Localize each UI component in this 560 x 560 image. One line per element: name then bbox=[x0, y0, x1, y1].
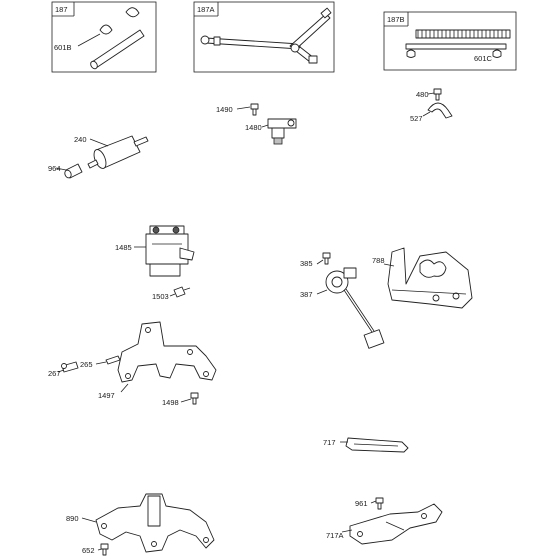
label-187: 187 bbox=[55, 5, 68, 14]
label-601b: 601B bbox=[54, 43, 72, 52]
spring-hose-187b bbox=[415, 29, 511, 39]
label-387: 387 bbox=[300, 290, 313, 299]
fuel-filter-240 bbox=[87, 135, 149, 169]
fuel-shutoff-1480 bbox=[267, 118, 297, 145]
label-1497: 1497 bbox=[98, 391, 115, 400]
screw-652 bbox=[100, 543, 109, 556]
fuel-hose-187 bbox=[90, 29, 145, 70]
bracket-717 bbox=[345, 437, 409, 453]
label-480: 480 bbox=[416, 90, 429, 99]
label-385: 385 bbox=[300, 259, 313, 268]
screw-1490 bbox=[250, 103, 259, 116]
screw-385 bbox=[322, 252, 331, 265]
bolt-267 bbox=[61, 361, 79, 373]
clamps-601c bbox=[406, 49, 502, 58]
label-240: 240 bbox=[74, 135, 87, 144]
label-1503: 1503 bbox=[152, 292, 169, 301]
solenoid-1485 bbox=[145, 225, 195, 277]
kit-187a-box bbox=[193, 1, 335, 73]
bracket-1497 bbox=[117, 321, 217, 383]
kit-187-box bbox=[51, 1, 157, 73]
label-265: 265 bbox=[80, 360, 93, 369]
label-788: 788 bbox=[372, 256, 385, 265]
bracket-717a bbox=[349, 503, 443, 545]
screw-1503 bbox=[173, 286, 191, 298]
label-717a: 717A bbox=[326, 531, 344, 540]
screw-1498 bbox=[190, 392, 199, 405]
label-717: 717 bbox=[323, 438, 336, 447]
screw-961 bbox=[375, 497, 384, 510]
plug-964 bbox=[64, 163, 83, 179]
label-187a: 187A bbox=[197, 5, 215, 14]
pin-265 bbox=[105, 355, 121, 365]
label-1490: 1490 bbox=[216, 105, 233, 114]
clip-527 bbox=[427, 102, 453, 119]
label-187b: 187B bbox=[387, 15, 405, 24]
label-652: 652 bbox=[82, 546, 95, 555]
label-601c: 601C bbox=[474, 54, 493, 63]
label-527: 527 bbox=[410, 114, 423, 123]
label-267: 267 bbox=[48, 369, 61, 378]
label-1498: 1498 bbox=[162, 398, 179, 407]
bracket-788 bbox=[387, 247, 473, 309]
hose-187b bbox=[405, 43, 507, 50]
bracket-890 bbox=[95, 493, 215, 553]
label-890: 890 bbox=[66, 514, 79, 523]
hose-clamps-601b bbox=[77, 7, 140, 47]
label-1480: 1480 bbox=[245, 123, 262, 132]
label-1485: 1485 bbox=[115, 243, 132, 252]
label-961: 961 bbox=[355, 499, 368, 508]
kit-187b-box bbox=[383, 11, 517, 71]
label-964: 964 bbox=[48, 164, 61, 173]
sensor-387 bbox=[325, 267, 385, 349]
fuel-line-assembly-187a bbox=[200, 7, 332, 64]
screw-480 bbox=[433, 88, 442, 101]
